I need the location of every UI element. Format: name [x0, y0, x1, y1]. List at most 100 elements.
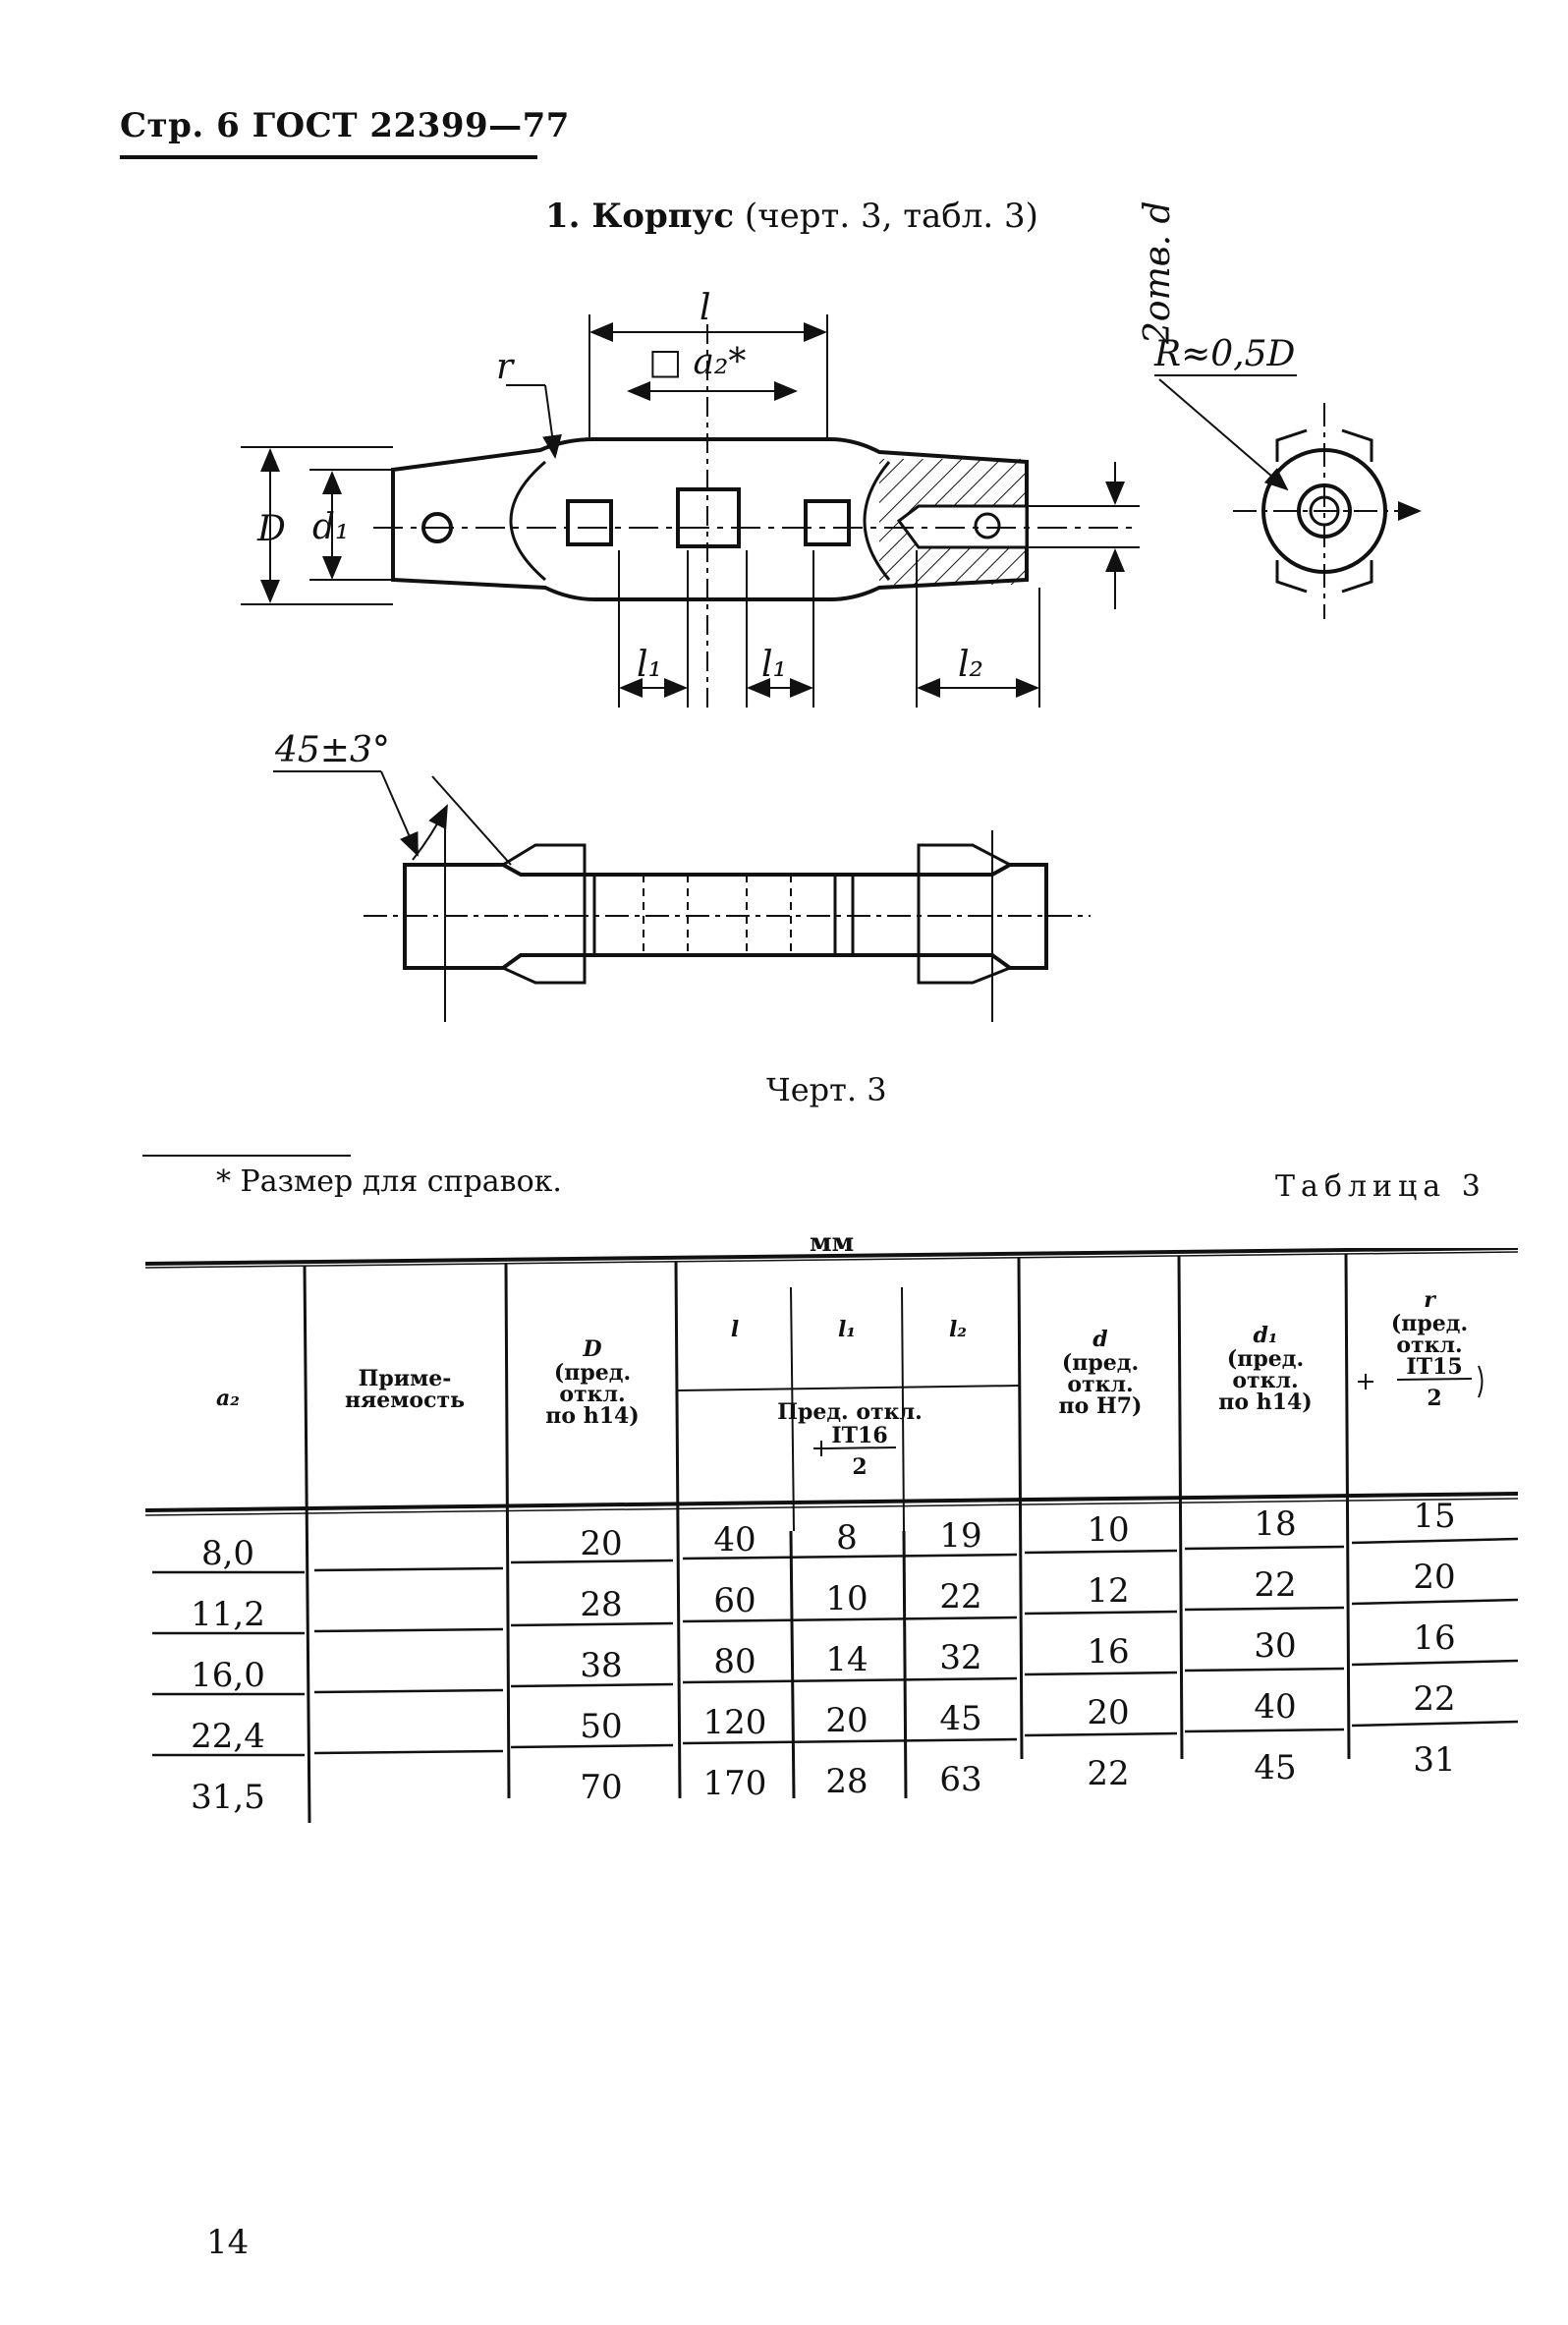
table-cell-l: 80	[713, 1642, 756, 1681]
table-cell-l: 40	[713, 1520, 756, 1559]
table-cell-l1: 8	[836, 1518, 858, 1558]
th-l1: l₁	[838, 1317, 856, 1342]
table-cell-l2: 19	[939, 1516, 981, 1556]
table-cell-r: 22	[1413, 1679, 1455, 1719]
table-cell-d: 20	[1087, 1693, 1129, 1732]
table-cell-l: 170	[703, 1764, 767, 1803]
table-cell-d1: 18	[1254, 1504, 1296, 1544]
drawing-labels: l □ a₂* r D d₁ l₁ l₁ l₂ 2отв. d R≈0,5D 4…	[256, 200, 1296, 770]
table-cell-r: 31	[1413, 1740, 1455, 1780]
th-d-2: (пред.	[1062, 1350, 1139, 1376]
standard-number: ГОСТ 22399—77	[252, 106, 570, 145]
footnote: * Размер для справок.	[216, 1164, 562, 1199]
label-angle: 45±3°	[274, 730, 390, 770]
fraction-marks	[813, 1365, 1484, 1456]
page-ref: Стр. 6	[120, 106, 241, 145]
table-cell-D: 20	[580, 1524, 622, 1563]
th-d1-3: откл.	[1232, 1368, 1298, 1393]
table-cell-a2: 8,0	[201, 1534, 254, 1573]
section-title: 1. Корпус (черт. 3, табл. 3)	[545, 197, 1038, 236]
th-r: r	[1424, 1287, 1436, 1313]
table-cell-a2: 16,0	[191, 1656, 265, 1695]
table-cell-d: 12	[1087, 1571, 1129, 1611]
th-tol-den: 2	[852, 1454, 867, 1480]
table-cell-d: 16	[1087, 1632, 1129, 1672]
th-D-3: откл.	[559, 1382, 625, 1407]
figure-caption: Черт. 3	[766, 1071, 887, 1108]
label-holes: 2отв. d	[1138, 200, 1178, 345]
label-D: D	[256, 509, 286, 549]
label-a2: □ a₂*	[648, 342, 746, 382]
table-cell-l2: 45	[939, 1699, 981, 1738]
table-cell-D: 50	[580, 1707, 622, 1746]
th-a2: a₂	[216, 1386, 240, 1411]
th-d1-4: по h14)	[1218, 1389, 1312, 1415]
th-tol-num: IT16	[831, 1423, 887, 1448]
table-cell-d1: 30	[1254, 1626, 1296, 1666]
th-tol-label: Пред. откл.	[777, 1399, 923, 1425]
th-l: l	[731, 1317, 739, 1342]
side-view-dim	[273, 770, 1091, 1022]
label-l1-b: l₁	[761, 645, 787, 685]
dimension-lines	[241, 314, 1140, 708]
table-cell-D: 70	[580, 1768, 622, 1807]
side-view	[403, 843, 1048, 985]
table-cell-D: 28	[580, 1585, 622, 1624]
page-number: 14	[206, 2223, 250, 2262]
table-units: мм	[810, 1228, 855, 1258]
table-cell-l1: 14	[825, 1640, 868, 1679]
table-cell-d1: 22	[1254, 1565, 1296, 1605]
table-cell-l1: 20	[825, 1701, 868, 1740]
section-title-rest: (черт. 3, табл. 3)	[744, 197, 1038, 236]
table-cell-d: 22	[1087, 1754, 1129, 1793]
th-r-5: 2	[1427, 1386, 1441, 1411]
table-label: Таблица 3	[1275, 1169, 1486, 1204]
label-d1: d₁	[312, 507, 349, 547]
th-D-2: (пред.	[554, 1360, 631, 1386]
table-cell-l: 60	[713, 1581, 756, 1620]
th-D-4: по h14)	[545, 1403, 639, 1429]
table-cell-a2: 31,5	[191, 1778, 265, 1817]
table-body: 8,0 20 40 8 19 10 18 15 11,2 28 60 10 22 12 22 20 16,0 38…	[191, 1497, 1455, 1817]
th-r-3: откл.	[1396, 1333, 1462, 1358]
label-l1-a: l₁	[637, 645, 662, 685]
table-cell-l1: 10	[825, 1579, 868, 1618]
th-D: D	[582, 1336, 601, 1362]
label-l2: l₂	[958, 645, 983, 685]
th-app-1: Приме-	[359, 1366, 452, 1391]
header-rule	[120, 155, 537, 159]
table-cell-a2: 22,4	[191, 1717, 265, 1756]
th-l2: l₂	[949, 1317, 967, 1342]
table-cell-r: 15	[1413, 1497, 1455, 1536]
table-cell-l2: 32	[939, 1638, 981, 1677]
table-cell-D: 38	[580, 1646, 622, 1685]
section-title-bold: 1. Корпус	[545, 197, 735, 236]
th-d1-2: (пред.	[1227, 1346, 1304, 1372]
table-cell-l2: 22	[939, 1577, 981, 1616]
th-d1: d₁	[1253, 1323, 1277, 1348]
row-separators	[152, 1537, 1519, 1757]
table-cell-d: 10	[1087, 1510, 1129, 1550]
th-r-4: IT15	[1406, 1354, 1462, 1380]
table-grid	[144, 1248, 1519, 1824]
th-d-3: откл.	[1067, 1372, 1133, 1397]
table-cell-l2: 63	[939, 1760, 981, 1799]
th-d-4: по H7)	[1059, 1393, 1143, 1419]
table-cell-d1: 40	[1254, 1687, 1296, 1727]
table-cell-l1: 28	[825, 1762, 868, 1801]
th-r-2: (пред.	[1391, 1311, 1468, 1336]
label-R: R≈0,5D	[1153, 334, 1296, 374]
table-cell-r: 16	[1413, 1618, 1455, 1658]
table-cell-a2: 11,2	[191, 1595, 265, 1634]
table-header: a₂ Приме- няемость D (пред. откл. по h14…	[216, 1287, 1468, 1480]
table-cell-l: 120	[703, 1703, 767, 1742]
label-r: r	[496, 347, 515, 387]
table-cell-r: 20	[1413, 1558, 1455, 1597]
data-table: a₂ Приме- няемость D (пред. откл. по h14…	[144, 1248, 1519, 1824]
table-cell-d1: 45	[1254, 1748, 1296, 1787]
page-header: Стр. 6 ГОСТ 22399—77	[120, 106, 570, 145]
footnote-rule	[142, 1155, 351, 1157]
th-app-2: няемость	[345, 1388, 465, 1413]
technical-drawing: l □ a₂* r D d₁ l₁ l₁ l₂ 2отв. d R≈0,5D 4…	[241, 200, 1422, 1022]
end-view-centerlines	[1154, 374, 1422, 619]
